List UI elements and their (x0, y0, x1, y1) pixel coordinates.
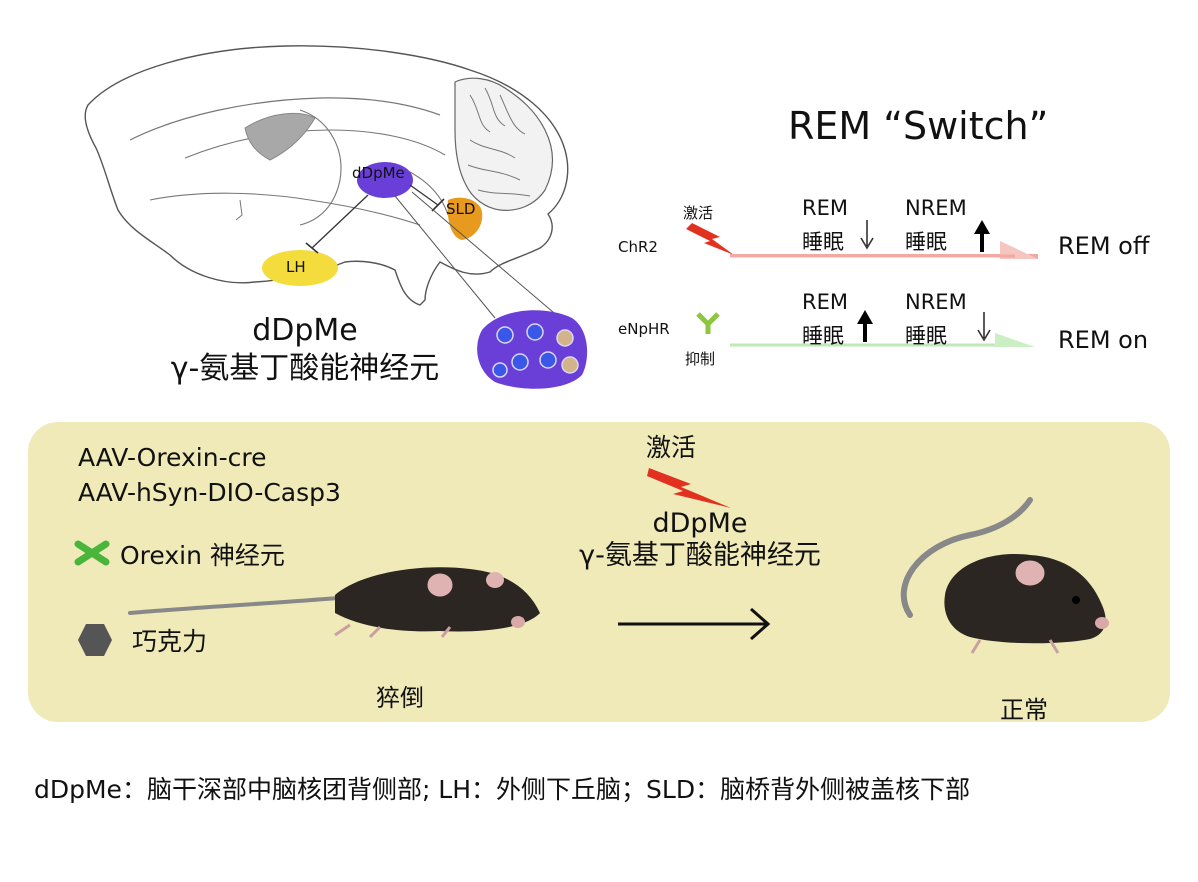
lightning-bolt-icon (686, 223, 734, 255)
brain-diagram (84, 45, 588, 389)
target-line2: γ-氨基丁酸能神经元 (579, 540, 821, 572)
right-mouse-label: 正常 (1000, 696, 1048, 724)
virus-line1: AAV-Orexin-cre (78, 443, 267, 472)
normal-mouse-image (900, 497, 1109, 654)
lightning-bolt-icon (647, 468, 731, 508)
row2-rem-sub: 睡眠 (802, 324, 844, 348)
collapsed-mouse-image (128, 567, 540, 639)
row2-action: 抑制 (685, 350, 716, 368)
ddpme-region (357, 162, 413, 198)
row1-graphics (686, 223, 1038, 259)
row1-nrem-label: NREM (905, 196, 967, 220)
x-mark-icon (74, 540, 110, 566)
row1-result: REM off (1058, 232, 1150, 260)
label-sld: SLD (446, 200, 476, 218)
brain-outline (84, 45, 569, 306)
label-lh: LH (286, 258, 306, 276)
row1-nrem-sub: 睡眠 (905, 230, 947, 254)
ventricle (244, 112, 316, 161)
row2-nrem-label: NREM (905, 290, 967, 314)
right-arrow-icon (618, 607, 771, 641)
inhibit-icon (696, 312, 720, 334)
row2-graphics (730, 333, 1035, 347)
target-title: dDpMe γ-氨基丁酸能神经元 (520, 508, 880, 573)
left-mouse-label: 猝倒 (376, 684, 424, 712)
solid-up-arrow-icon (857, 310, 873, 342)
row1-rem-sub: 睡眠 (802, 230, 844, 254)
region-title-line2: γ-氨基丁酸能神经元 (170, 350, 440, 386)
chocolate-hexagon-icon (78, 624, 112, 656)
footnote: dDpMe：脑干深部中脑核团背侧部; LH：外侧下丘脑；SLD：脑桥背外侧被盖核… (34, 775, 971, 804)
label-ddpme: dDpMe (352, 164, 405, 182)
hollow-down-arrow-icon (977, 312, 991, 342)
region-title: dDpMe γ-氨基丁酸能神经元 (130, 312, 480, 387)
chocolate-label: 巧克力 (132, 627, 208, 656)
row1-action: 激活 (683, 204, 714, 222)
activation-label: 激活 (646, 433, 697, 462)
row2-nrem-sub: 睡眠 (905, 324, 947, 348)
row2-result: REM on (1058, 326, 1149, 354)
magnified-ddpme (477, 310, 588, 389)
row2-tool: eNpHR (618, 320, 670, 338)
orexin-label: Orexin 神经元 (120, 541, 285, 570)
solid-up-arrow-icon (974, 220, 990, 252)
row1-rem-label: REM (802, 196, 848, 220)
region-title-line1: dDpMe (252, 313, 358, 348)
row2-rem-label: REM (802, 290, 848, 314)
switch-title: REM “Switch” (788, 104, 1049, 148)
hollow-down-arrow-icon (860, 220, 874, 250)
row1-tool: ChR2 (618, 238, 658, 256)
virus-line2: AAV-hSyn-DIO-Casp3 (78, 478, 341, 507)
target-line1: dDpMe (652, 508, 748, 539)
lh-region (262, 250, 338, 286)
